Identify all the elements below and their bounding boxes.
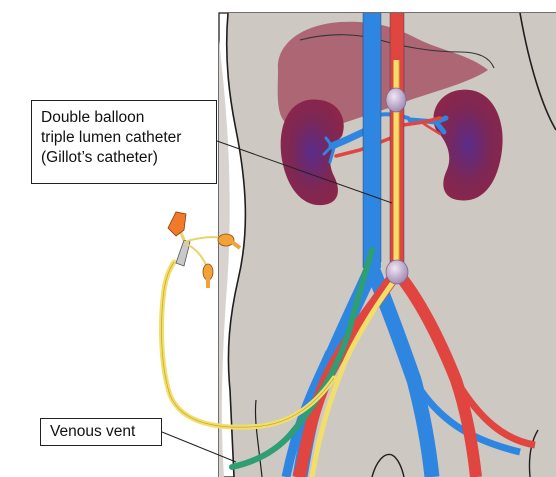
venous-vent-label: Venous vent bbox=[40, 418, 162, 446]
pilot-balloon-2 bbox=[203, 264, 213, 280]
catheter-label-line-2: triple lumen catheter bbox=[41, 128, 216, 148]
venous-vent-label-text: Venous vent bbox=[50, 422, 161, 442]
upper-balloon bbox=[386, 88, 406, 112]
catheter-label-line-1: Double balloon bbox=[41, 108, 216, 128]
catheter-label-line-3: (Gillot’s catheter) bbox=[41, 148, 216, 168]
lower-balloon bbox=[386, 260, 408, 284]
catheter-label: Double balloon triple lumen catheter (Gi… bbox=[31, 100, 217, 184]
orange-connector bbox=[168, 212, 186, 236]
